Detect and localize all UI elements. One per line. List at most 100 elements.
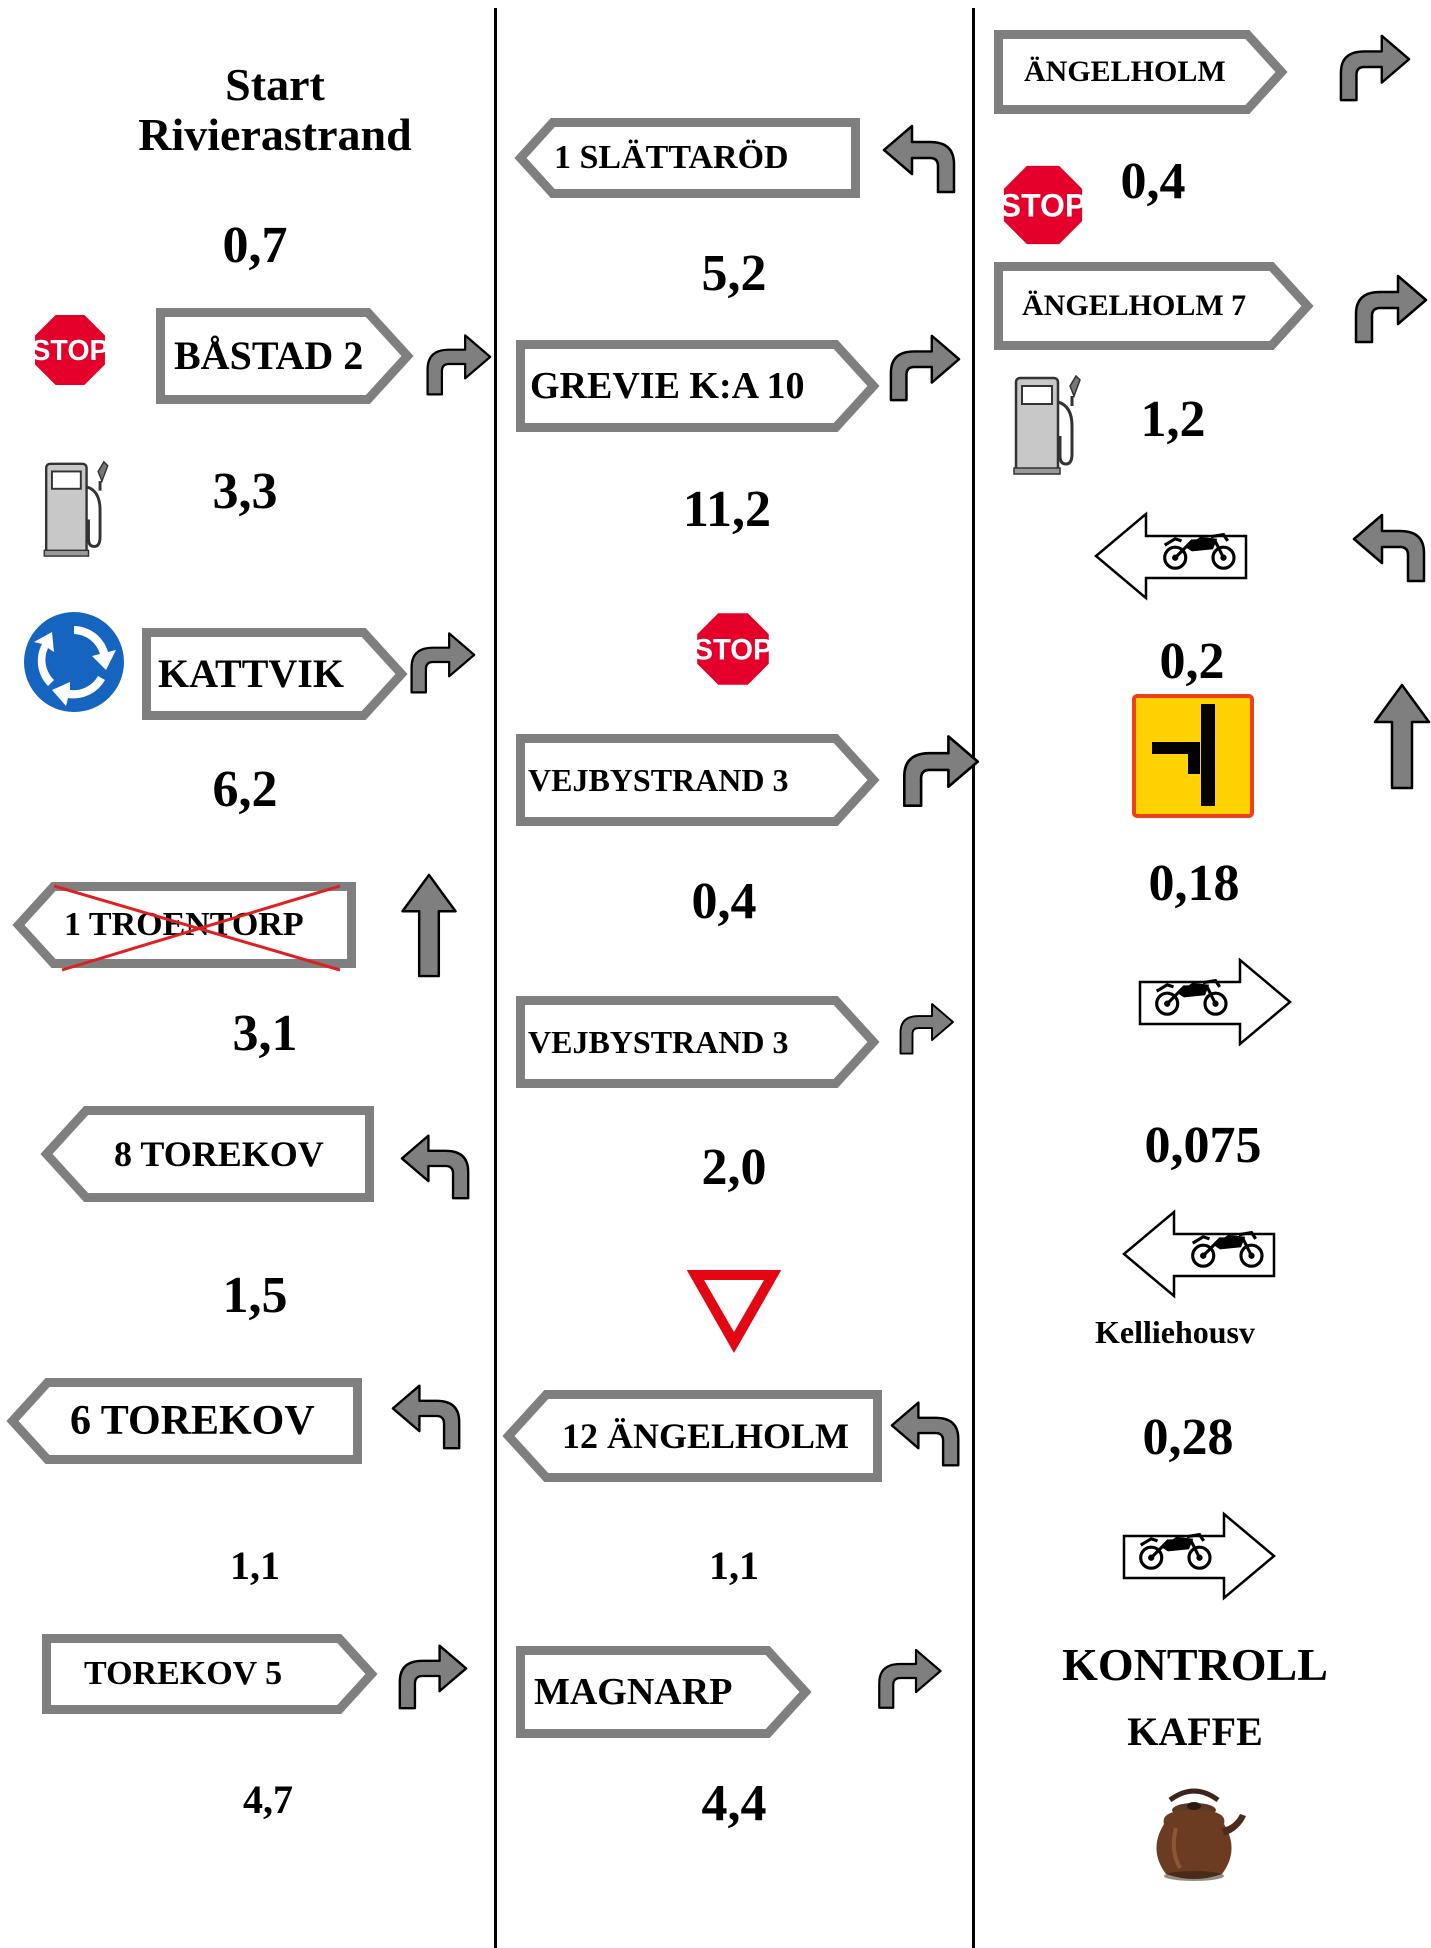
svg-text:STOP: STOP xyxy=(693,634,772,666)
direction-sign-label: ÄNGELHOLM 7 xyxy=(1022,289,1247,322)
cross-out-mark xyxy=(53,884,341,972)
direction-sign: ÄNGELHOLM xyxy=(994,30,1288,114)
direction-sign: 6 TOREKOV xyxy=(6,1378,362,1464)
direction-sign: 1 SLÄTTARÖD xyxy=(514,118,860,198)
sign-outline xyxy=(40,1106,374,1202)
stop-sign-icon-graphic: STOP xyxy=(693,610,773,688)
turn-right-icon xyxy=(390,1640,474,1712)
direction-sign-label: 12 ÄNGELHOLM xyxy=(562,1416,850,1456)
side-road-warning-icon xyxy=(1132,694,1254,818)
motorcycle-route-icon xyxy=(1118,1508,1278,1604)
straight-ahead-icon-graphic xyxy=(401,873,457,978)
sign-outline xyxy=(516,996,880,1088)
svg-text:STOP: STOP xyxy=(31,335,108,367)
distance-label: 4,7 xyxy=(243,1777,293,1822)
turn-left-icon-graphic xyxy=(1352,513,1426,583)
direction-sign: ÄNGELHOLM 7 xyxy=(994,262,1314,350)
sign-outline xyxy=(514,118,860,198)
turn-left-icon-graphic xyxy=(890,1401,960,1467)
distance-label: 0,7 xyxy=(222,217,288,274)
distance-label: 1,2 xyxy=(1140,391,1206,448)
turn-right-icon xyxy=(1334,30,1414,104)
turn-right-icon xyxy=(896,988,956,1068)
direction-sign: MAGNARP xyxy=(516,1646,812,1738)
column-divider-left xyxy=(494,8,497,1948)
direction-sign-label: TOREKOV 5 xyxy=(84,1655,283,1692)
distance-label: 0,4 xyxy=(1120,153,1186,210)
turn-left-icon xyxy=(888,1392,964,1474)
direction-sign-crossed: 1 TROENTORP xyxy=(12,882,356,972)
turn-right-icon-graphic xyxy=(878,1648,942,1709)
direction-sign-label: GREVIE K:A 10 xyxy=(530,365,805,407)
roundabout-icon-graphic xyxy=(20,608,128,716)
straight-ahead-icon-graphic xyxy=(1373,683,1431,790)
distance-label: 3,1 xyxy=(232,1005,298,1062)
motorcycle-route-icon-graphic xyxy=(1122,1209,1276,1299)
turn-right-icon xyxy=(406,628,478,696)
direction-sign: VEJBYSTRAND 3 xyxy=(516,996,880,1088)
direction-sign-label: VEJBYSTRAND 3 xyxy=(528,1024,789,1060)
sign-outline xyxy=(42,1634,378,1714)
motorcycle-route-icon xyxy=(1092,508,1252,604)
distance-label: 5,2 xyxy=(701,245,767,302)
distance-label: 0,4 xyxy=(691,873,757,930)
turn-right-icon xyxy=(898,728,982,812)
turn-right-icon-graphic xyxy=(398,1644,468,1710)
sign-outline xyxy=(6,1378,362,1464)
straight-ahead-icon xyxy=(1372,682,1431,792)
direction-sign: KATTVIK xyxy=(142,628,408,720)
direction-sign: VEJBYSTRAND 3 xyxy=(516,734,880,826)
distance-label: 1,1 xyxy=(709,1543,759,1588)
turn-right-icon xyxy=(1350,266,1430,350)
turn-left-icon-graphic xyxy=(400,1134,470,1200)
distance-label: 2,0 xyxy=(701,1139,767,1196)
turn-left-icon-graphic xyxy=(391,1384,461,1450)
direction-sign-label: ÄNGELHOLM xyxy=(1024,55,1226,88)
distance-label: 6,2 xyxy=(212,761,278,818)
turn-right-icon xyxy=(874,1638,944,1718)
sign-outline xyxy=(142,628,408,720)
distance-label: 0,28 xyxy=(1142,1409,1234,1466)
distance-label: 1,1 xyxy=(230,1543,280,1588)
distance-label: 11,2 xyxy=(682,481,772,538)
distance-label: 0,2 xyxy=(1159,633,1225,690)
direction-sign-label: 8 TOREKOV xyxy=(114,1134,324,1174)
straight-ahead-icon xyxy=(394,872,464,980)
coffee-kettle-icon xyxy=(1140,1780,1250,1890)
fuel-pump-icon-graphic xyxy=(1013,374,1081,475)
checkpoint-title: KONTROLL xyxy=(1062,1639,1328,1690)
turn-right-icon-graphic xyxy=(889,334,961,402)
stop-sign-icon: STOP xyxy=(996,158,1090,252)
stop-sign-icon: STOP xyxy=(28,308,112,392)
distance-label: 1,5 xyxy=(222,1267,288,1324)
svg-text:STOP: STOP xyxy=(1000,187,1086,223)
motorcycle-route-icon-graphic xyxy=(1122,1511,1276,1601)
direction-sign: GREVIE K:A 10 xyxy=(516,340,880,432)
direction-sign: TOREKOV 5 xyxy=(42,1634,378,1714)
sign-outline xyxy=(156,308,414,404)
turn-right-icon-graphic xyxy=(426,334,492,396)
turn-left-icon xyxy=(388,1380,466,1452)
distance-label: 0,075 xyxy=(1144,1117,1262,1174)
stop-sign-icon-graphic: STOP xyxy=(31,311,109,389)
turn-left-icon xyxy=(1350,508,1430,586)
turn-left-icon-graphic xyxy=(882,124,956,194)
direction-sign-label: BÅSTAD 2 xyxy=(174,333,364,378)
turn-right-icon-graphic xyxy=(1339,34,1411,102)
turn-right-icon-graphic xyxy=(1354,274,1428,344)
turn-right-icon-graphic xyxy=(899,1003,954,1055)
path-label: Kelliehousv xyxy=(1094,1314,1255,1350)
direction-sign-label: KATTVIK xyxy=(158,651,344,696)
direction-sign-label: MAGNARP xyxy=(534,1671,733,1713)
distance-label: 3,3 xyxy=(212,463,278,520)
motorcycle-route-icon xyxy=(1120,1206,1280,1302)
motorcycle-route-icon xyxy=(1134,954,1294,1050)
direction-sign: 12 ÄNGELHOLM xyxy=(502,1390,882,1482)
motorcycle-route-icon-graphic xyxy=(1094,511,1248,601)
sign-outline xyxy=(502,1390,882,1482)
stop-sign-icon-graphic: STOP xyxy=(1000,162,1086,248)
fuel-pump-icon xyxy=(40,458,112,558)
start-title-line1: Start xyxy=(225,59,325,110)
side-road-warning-icon-graphic xyxy=(1132,694,1254,818)
coffee-kettle-icon-graphic xyxy=(1156,1788,1246,1881)
